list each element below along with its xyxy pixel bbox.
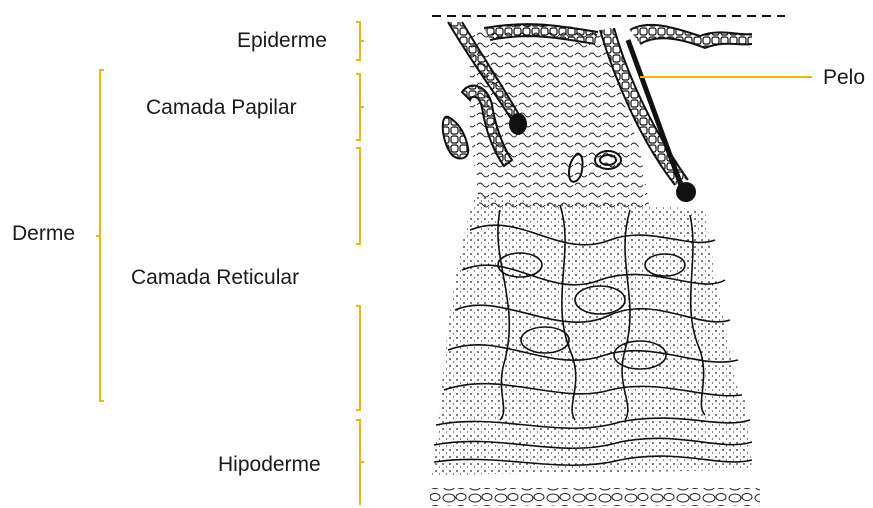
bracket-hipoderme (356, 420, 364, 505)
fat-layer (430, 488, 760, 506)
hair-bulb-left (509, 113, 527, 135)
bracket-derme (96, 70, 104, 401)
bracket-camada-reticular-upper (356, 148, 360, 244)
papillary-dermis-texture (470, 24, 650, 210)
label-derme: Derme (12, 223, 75, 244)
bracket-camada-reticular-lower (356, 306, 360, 410)
label-epiderme: Epiderme (237, 30, 327, 51)
bracket-epiderme (356, 22, 364, 60)
bracket-camada-papilar (356, 74, 364, 140)
label-pelo: Pelo (823, 67, 865, 88)
label-camada-papilar: Camada Papilar (146, 97, 297, 118)
label-camada-reticular: Camada Reticular (131, 267, 299, 288)
label-hipoderme: Hipoderme (218, 454, 321, 475)
